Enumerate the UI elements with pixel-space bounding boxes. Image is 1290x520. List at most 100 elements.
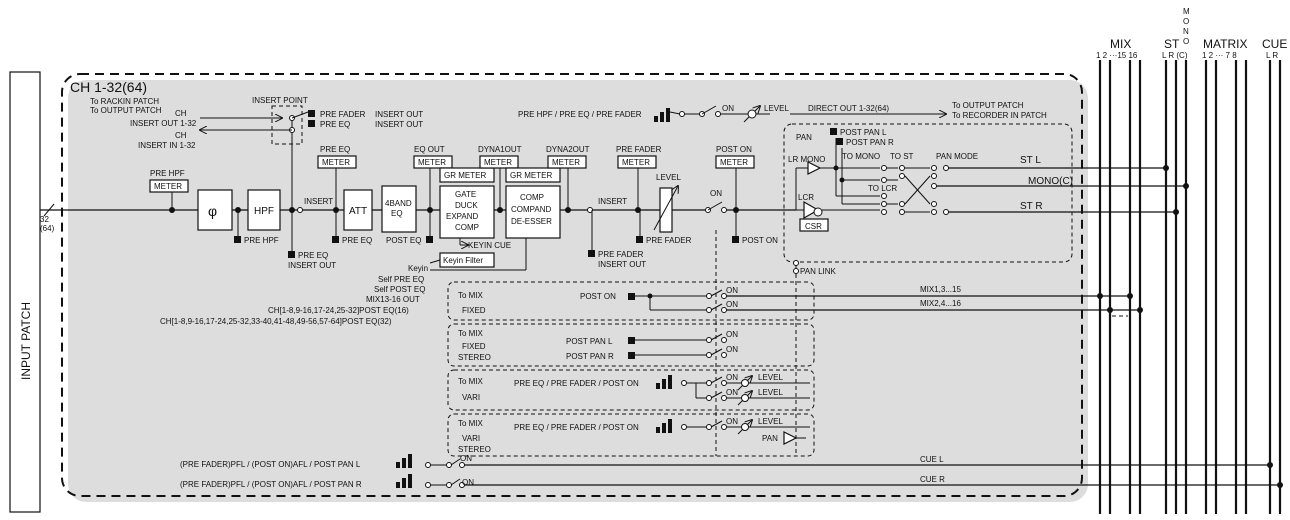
hpf-block xyxy=(247,189,281,231)
pre-eq-tap: PRE EQ xyxy=(342,236,372,245)
mix-fs-src-r: POST PAN R xyxy=(566,352,614,361)
direct-level: LEVEL xyxy=(764,104,789,113)
pre-eq-meter: METER xyxy=(322,158,350,167)
eq-out-meter: METER xyxy=(418,158,446,167)
pre-eq-insert-1: PRE EQ xyxy=(298,251,328,260)
mix-vari-level-2: LEVEL xyxy=(758,388,783,397)
keyin-src-self-post: Self POST EQ xyxy=(374,285,425,294)
bus-count-64: (64) xyxy=(40,224,55,233)
insert-point-pre-fader: PRE FADER xyxy=(320,110,366,119)
cue-on-1: ON xyxy=(460,454,472,463)
bus-mix-label: MIX xyxy=(1110,37,1131,51)
dyna1-out-meter-label: DYNA1OUT xyxy=(478,145,522,154)
mix-fs-on-1: ON xyxy=(726,330,738,339)
dyna1-gate: GATE xyxy=(455,190,476,199)
dyna1-duck: DUCK xyxy=(455,201,478,210)
bus-matrix-nums: 1 2 ··· 7 8 xyxy=(1202,51,1237,60)
insert-point-pre-eq: PRE EQ xyxy=(320,120,350,129)
cue-bus-l: CUE L xyxy=(920,455,944,464)
mix-vs-src: PRE EQ / PRE FADER / POST ON xyxy=(514,423,639,432)
bus-mono-o2: O xyxy=(1183,37,1189,46)
keyin-src-keyin: Keyin xyxy=(408,264,428,273)
bus-matrix-label: MATRIX xyxy=(1203,37,1247,51)
insert-point-out-1: INSERT OUT xyxy=(375,110,423,119)
pre-hpf-meter: METER xyxy=(154,182,182,191)
insert-in-label-1: CH xyxy=(175,131,187,140)
insert-out-label-1: CH xyxy=(175,109,187,118)
mix-vari-to: To MIX xyxy=(458,377,484,386)
mix-fixed-src: POST ON xyxy=(580,292,616,301)
pre-fader-insert-2: INSERT OUT xyxy=(598,260,646,269)
bus-mono-n: N xyxy=(1183,27,1189,36)
dyna2-out-meter: METER xyxy=(552,158,580,167)
dyna1-gr-meter: GR METER xyxy=(444,171,486,180)
channel-title: CH 1-32(64) xyxy=(70,79,147,95)
mix-vari-src: PRE EQ / PRE FADER / POST ON xyxy=(514,379,639,388)
pre-eq-meter-label: PRE EQ xyxy=(320,145,350,154)
hpf-label: HPF xyxy=(254,206,274,217)
pre-fader-meter-label: PRE FADER xyxy=(616,145,662,154)
bus-st-label: ST xyxy=(1164,37,1180,51)
direct-out: DIRECT OUT 1-32(64) xyxy=(808,104,889,113)
input-patch-block xyxy=(9,71,41,513)
dyna2-de-esser: DE-ESSER xyxy=(511,217,552,226)
bus-count: 32 xyxy=(40,215,49,224)
insert-out-label-2: INSERT OUT 1-32 xyxy=(130,119,197,128)
to-mono: TO MONO xyxy=(842,152,880,161)
mix-fixed-bus-1: MIX1,3...15 xyxy=(920,285,961,294)
keyin-src-ch32: CH[1-8,9-16,17-24,25-32,33-40,41-48,49-5… xyxy=(160,317,392,326)
to-lcr: TO LCR xyxy=(868,184,897,193)
bus-mono-o1: O xyxy=(1183,17,1189,26)
csr-label: CSR xyxy=(805,222,822,231)
pre-fader-meter: METER xyxy=(622,158,650,167)
dyna2-out-meter-label: DYNA2OUT xyxy=(546,145,590,154)
bus-mono-m: M xyxy=(1183,7,1190,16)
eq-out-meter-label: EQ OUT xyxy=(414,145,445,154)
pan-link: PAN LINK xyxy=(800,267,837,276)
post-eq-tap: POST EQ xyxy=(386,236,421,245)
dyna1-block xyxy=(439,185,495,239)
insert-in-label-2: INSERT IN 1-32 xyxy=(138,141,196,150)
mono-c-out: MONO(C) xyxy=(1028,176,1073,187)
dyna1-out-meter: METER xyxy=(484,158,512,167)
mix-vari-on-2: ON xyxy=(726,388,738,397)
st-r-out: ST R xyxy=(1020,201,1043,212)
mix-vari-level-1: LEVEL xyxy=(758,373,783,382)
channel-frame xyxy=(61,73,1083,497)
mix-vs-level: LEVEL xyxy=(758,417,783,426)
st-l-out: ST L xyxy=(1020,155,1041,166)
mix-vs-l1: VARI xyxy=(462,434,480,443)
mix-fixed-bus-2: MIX2,4...16 xyxy=(920,299,961,308)
mix-fixed-block xyxy=(447,281,815,321)
bus-cue-label: CUE xyxy=(1262,37,1287,51)
lcr-label: LCR xyxy=(798,193,814,202)
phase-block xyxy=(197,189,233,231)
insert-label-2: INSERT xyxy=(598,197,627,206)
cue-src-r: (PRE FADER)PFL / (POST ON)AFL / POST PAN… xyxy=(180,480,362,489)
mix-fs-l1: FIXED xyxy=(462,342,486,351)
mix-fixed-to: To MIX xyxy=(458,291,484,300)
pre-hpf-label: PRE HPF xyxy=(150,169,185,178)
mix-vs-pan: PAN xyxy=(762,434,778,443)
lr-mono: LR MONO xyxy=(788,155,825,164)
direct-dest-2: To RECORDER IN PATCH xyxy=(952,111,1047,120)
post-pan-r: POST PAN R xyxy=(846,138,894,147)
dyna2-block xyxy=(505,185,561,239)
cue-on-2: ON xyxy=(462,478,474,487)
cue-bus-r: CUE R xyxy=(920,475,945,484)
mix-vs-on: ON xyxy=(726,417,738,426)
keyin-src-self-pre: Self PRE EQ xyxy=(378,275,424,284)
att-label: ATT xyxy=(349,206,367,217)
cue-src-l: (PRE FADER)PFL / (POST ON)AFL / POST PAN… xyxy=(180,460,361,469)
keyin-filter-label: Keyin Filter xyxy=(443,256,483,265)
keyin-cue-label: KEYIN CUE xyxy=(468,241,511,250)
dyna2-gr-meter: GR METER xyxy=(510,171,552,180)
direct-dest-1: To OUTPUT PATCH xyxy=(952,101,1024,110)
rack-label-2: To OUTPUT PATCH xyxy=(90,106,162,115)
mix-vari-on-1: ON xyxy=(726,373,738,382)
insert-point-label: INSERT POINT xyxy=(252,96,308,105)
direct-on: ON xyxy=(722,104,734,113)
input-patch-label: INPUT PATCH xyxy=(19,302,33,380)
pan-block xyxy=(783,123,1073,263)
